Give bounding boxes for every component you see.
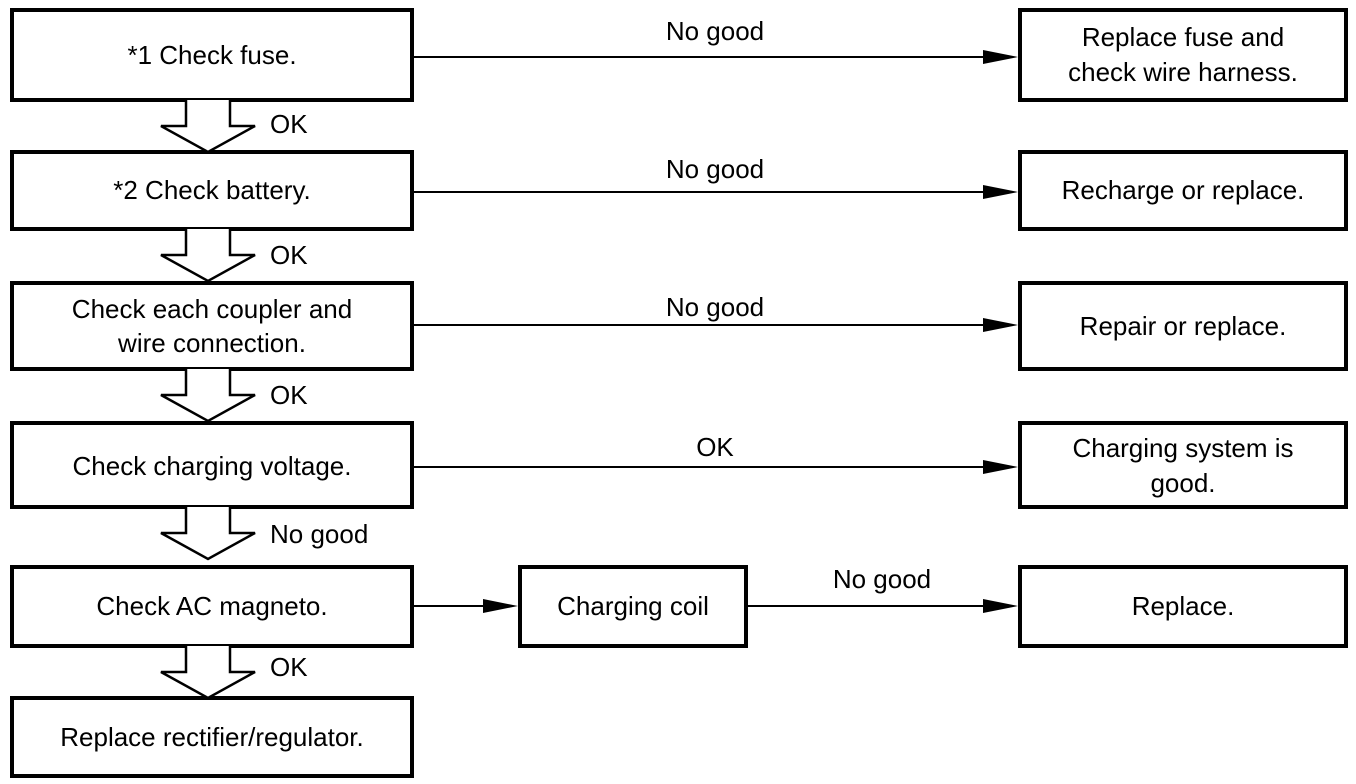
step-charging-coil-label: Charging coil xyxy=(557,591,709,621)
outcome-replace-label: Replace. xyxy=(1132,591,1235,621)
outcome-recharge: Recharge or replace. xyxy=(1018,150,1348,231)
down-arrow-icon xyxy=(159,98,257,154)
connector-magneto-to-coil xyxy=(414,599,518,613)
outcome-system-good-label-line1: Charging system is xyxy=(1072,433,1293,463)
arrowhead-icon xyxy=(983,318,1018,332)
arrowhead-icon xyxy=(983,50,1018,64)
step-check-fuse-label: *1 Check fuse. xyxy=(127,40,296,70)
outcome-repair-label: Repair or replace. xyxy=(1080,311,1287,341)
arrowhead-icon xyxy=(983,185,1018,199)
connector-fuse-to-replace: No good xyxy=(414,16,1018,64)
connector-label-no-good: No good xyxy=(666,292,764,322)
arrowhead-icon xyxy=(983,599,1018,613)
down-arrow-voltage-magneto: No good xyxy=(159,505,368,561)
connector-coil-to-replace: No good xyxy=(748,564,1018,613)
down-arrow-icon xyxy=(159,505,257,561)
step-check-fuse: *1 Check fuse. xyxy=(10,8,414,102)
down-arrow-fuse-battery: OK xyxy=(159,98,308,154)
connector-label-ok: OK xyxy=(696,432,734,462)
down-arrow-magneto-regulator: OK xyxy=(159,644,308,700)
step-check-coupler-label-line2: wire connection. xyxy=(117,328,306,358)
down-arrow-label-ok: OK xyxy=(270,109,308,139)
down-arrow-label-ok: OK xyxy=(270,380,308,410)
down-arrow-icon xyxy=(159,367,257,423)
connector-label-no-good: No good xyxy=(666,16,764,46)
step-replace-regulator: Replace rectifier/regulator. xyxy=(10,696,414,778)
step-check-battery-label: *2 Check battery. xyxy=(113,175,311,205)
connector-coupler-to-repair: No good xyxy=(414,292,1018,332)
down-arrow-label-no-good: No good xyxy=(270,519,368,549)
connector-voltage-to-good: OK xyxy=(414,432,1018,474)
down-arrow-label-ok: OK xyxy=(270,652,308,682)
step-charging-coil: Charging coil xyxy=(518,565,748,648)
step-check-magneto: Check AC magneto. xyxy=(10,565,414,648)
down-arrow-icon xyxy=(159,644,257,700)
step-check-voltage: Check charging voltage. xyxy=(10,421,414,509)
step-check-coupler-label-line1: Check each coupler and xyxy=(72,294,352,324)
down-arrow-label-ok: OK xyxy=(270,240,308,270)
outcome-repair: Repair or replace. xyxy=(1018,281,1348,371)
outcome-system-good-label-line2: good. xyxy=(1150,468,1215,498)
connector-battery-to-recharge: No good xyxy=(414,154,1018,199)
outcome-system-good: Charging system is good. xyxy=(1018,421,1348,509)
step-check-battery: *2 Check battery. xyxy=(10,150,414,231)
connector-label-no-good: No good xyxy=(833,564,931,594)
outcome-replace-fuse-label-line2: check wire harness. xyxy=(1068,57,1298,87)
step-check-coupler: Check each coupler and wire connection. xyxy=(10,281,414,371)
step-replace-regulator-label: Replace rectifier/regulator. xyxy=(60,722,363,752)
arrowhead-icon xyxy=(483,599,518,613)
outcome-replace-fuse-label-line1: Replace fuse and xyxy=(1082,22,1284,52)
outcome-replace-fuse: Replace fuse and check wire harness. xyxy=(1018,8,1348,102)
outcome-replace: Replace. xyxy=(1018,565,1348,648)
connector-label-no-good: No good xyxy=(666,154,764,184)
step-check-magneto-label: Check AC magneto. xyxy=(96,591,327,621)
down-arrow-battery-coupler: OK xyxy=(159,227,308,283)
step-check-voltage-label: Check charging voltage. xyxy=(73,451,352,481)
arrowhead-icon xyxy=(983,460,1018,474)
down-arrow-coupler-voltage: OK xyxy=(159,367,308,423)
down-arrow-icon xyxy=(159,227,257,283)
outcome-recharge-label: Recharge or replace. xyxy=(1062,175,1305,205)
